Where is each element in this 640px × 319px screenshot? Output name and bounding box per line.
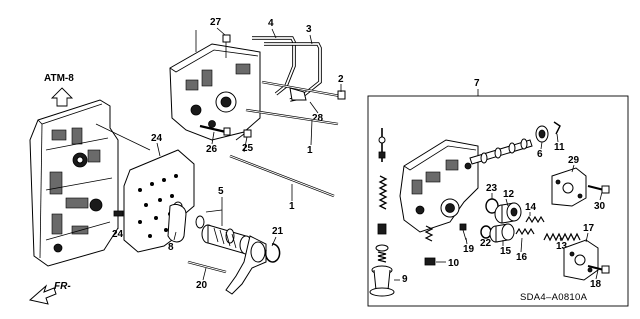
oil-pipe-4: [252, 36, 296, 96]
o-ring-22: [480, 225, 492, 239]
bolt-19: [459, 223, 467, 241]
callout-16: 16: [516, 252, 528, 263]
pipe-clamp: [289, 87, 307, 101]
bolt-30: [587, 185, 610, 194]
callout-9: 9: [402, 274, 408, 285]
callout-23: 23: [486, 183, 498, 194]
callout-8: 8: [168, 242, 174, 253]
up-arrow-icon: [50, 87, 74, 107]
callout-17: 17: [583, 223, 595, 234]
dowel-pin: [113, 210, 124, 217]
bolt-25: [243, 129, 252, 153]
reference-label: ATM-8: [44, 73, 74, 84]
front-direction-arrow-icon: [28, 284, 57, 305]
piston-12: [494, 202, 522, 224]
retaining-clip: [553, 121, 561, 135]
circlip: [264, 243, 281, 263]
callout-29: 29: [568, 155, 580, 166]
callout-2: 2: [338, 74, 344, 85]
group-7-frame: [367, 95, 629, 307]
regulator-valve-body: [399, 139, 479, 233]
spool-valve: [469, 138, 533, 165]
callout-1-lower: 1: [289, 201, 295, 212]
callout-26: 26: [206, 144, 218, 155]
callout-12: 12: [503, 189, 515, 200]
bolt-1-lower: [229, 154, 335, 198]
callout-24-plate: 24: [151, 133, 163, 144]
callout-3: 3: [306, 24, 312, 35]
callout-11: 11: [554, 142, 565, 153]
callout-18: 18: [590, 279, 602, 290]
bolt-1-upper: [245, 108, 339, 126]
secondary-valve-body: [169, 43, 261, 141]
main-valve-body: [29, 99, 119, 267]
callout-30: 30: [594, 201, 606, 212]
accumulator-body: [167, 203, 187, 243]
callout-13: 13: [556, 241, 568, 252]
piston-15: [489, 223, 515, 243]
direction-label: FR-: [54, 281, 71, 292]
callout-20: 20: [196, 280, 208, 291]
bolt-2: [261, 80, 346, 100]
pin-20: [187, 260, 227, 274]
o-ring: [195, 215, 205, 229]
cover-29: [551, 167, 587, 207]
callout-10: 10: [448, 258, 460, 269]
callout-6: 6: [537, 149, 543, 160]
callout-27: 27: [210, 17, 222, 28]
spring-14: [525, 215, 545, 224]
callout-24-pin: 24: [112, 229, 124, 240]
check-plate: [424, 257, 436, 266]
filter-screen: [369, 265, 395, 297]
callout-22: 22: [480, 238, 492, 249]
callout-14: 14: [525, 202, 537, 213]
cover-17: [563, 239, 599, 281]
bolt-26: [199, 124, 231, 136]
callout-1-upper: 1: [307, 145, 313, 156]
diagram-code: SDA4–A0810A: [520, 292, 588, 303]
callout-21: 21: [272, 226, 284, 237]
accumulator-piston: [201, 224, 253, 255]
callout-25: 25: [242, 143, 254, 154]
callout-4: 4: [268, 18, 274, 29]
callout-19: 19: [463, 244, 475, 255]
spring-left: [378, 175, 388, 210]
spring-16: [515, 227, 535, 236]
spring-13: [543, 232, 581, 242]
callout-5: 5: [218, 186, 224, 197]
callout-7: 7: [474, 78, 480, 89]
bolt-27: [222, 34, 231, 58]
bolt-18: [587, 265, 610, 274]
callout-15: 15: [500, 246, 512, 257]
callout-28: 28: [312, 113, 324, 124]
valve-needle: [378, 128, 386, 162]
